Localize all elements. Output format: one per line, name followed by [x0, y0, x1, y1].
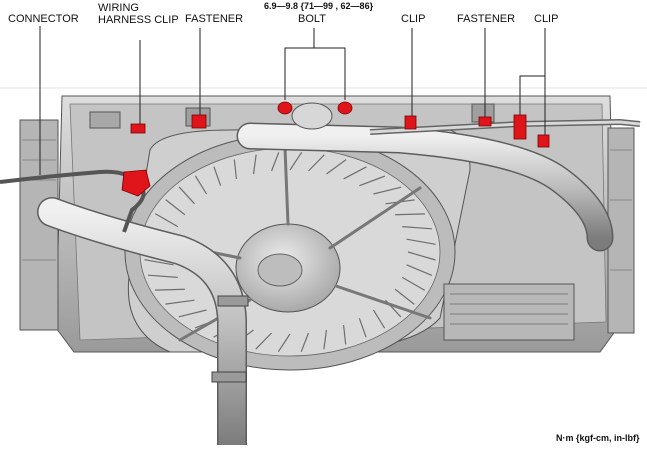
wiring-harness-clip-part [130, 123, 146, 134]
fastener-left-part [191, 114, 207, 129]
fan-blade-edge [270, 152, 280, 172]
bolt-label: BOLT [298, 13, 326, 25]
wiring-harness-clip-label-line1: WIRING [98, 2, 139, 14]
fan-blade-edge [154, 213, 179, 228]
fan-blade-edge [289, 151, 303, 171]
connector-part [121, 169, 151, 197]
fan-blade-edge [342, 324, 347, 345]
fan-blade-edge [178, 186, 195, 205]
fan-blade-edge [194, 175, 208, 195]
fan-blade-edge [402, 226, 433, 230]
bolt-right-part [337, 101, 353, 115]
torque-spec-label: 6.9—9.8 {71—99 , 62—86} [264, 1, 374, 11]
overflow-tube [369, 120, 641, 134]
fan-blade-edge [300, 332, 310, 352]
fan-blade-edge [395, 213, 425, 216]
fan-blade-edge [233, 159, 238, 180]
fan-blade-edge [165, 299, 195, 305]
fan-blade-edge [147, 274, 178, 278]
fastener-left-label: FASTENER [185, 13, 244, 25]
fan-blade-edge [323, 329, 328, 350]
leader-lines [39, 26, 546, 175]
units-note: N·m {kgf-cm, in-lbf} [556, 433, 640, 443]
fan-blade-edge [406, 264, 433, 277]
clip-right-part-b [537, 134, 550, 148]
connector-label: CONNECTOR [8, 13, 79, 25]
wiring-harness [0, 169, 146, 233]
fan-blade-edge [178, 309, 207, 318]
clip-center-label: CLIP [401, 13, 426, 25]
lower-right-bracket [443, 283, 575, 341]
fan-blade-edge [277, 333, 291, 353]
clip-center-part [404, 115, 417, 130]
clip-right-part-a [513, 114, 527, 140]
fan-blade-edge [358, 318, 367, 338]
fan-blade-edge [255, 332, 272, 350]
fan-blade-edge [372, 309, 386, 329]
fan-blade-edge [359, 175, 386, 187]
fan-blade-edge [213, 166, 222, 186]
fan-blade-edge [155, 288, 185, 291]
radiator-cap [291, 102, 333, 130]
fan-blade-edge [165, 199, 186, 216]
fastener-right-part [478, 116, 492, 127]
fan-blade-edge [394, 288, 415, 305]
fan-blade-edge [401, 276, 426, 291]
fastener-right-label: FASTENER [457, 13, 516, 25]
fan-blade-edge [406, 238, 436, 245]
fan-blade-edge [407, 251, 436, 261]
upper-radiator-hose [238, 124, 612, 250]
clip-right-label: CLIP [534, 13, 559, 25]
fan-blade-edge [308, 154, 325, 172]
bolt-left-part [277, 101, 293, 115]
fan-blade-edge [252, 154, 257, 175]
fan-blade-edge [144, 259, 174, 266]
fan-blade-edge [326, 159, 347, 175]
fan-blade-edge [373, 186, 402, 195]
hose-clamp [217, 295, 249, 307]
wiring-harness-clip-label-line2: HARNESS CLIP [98, 14, 179, 26]
highlighted-parts [121, 101, 550, 197]
fan-blade-edge [343, 166, 367, 180]
